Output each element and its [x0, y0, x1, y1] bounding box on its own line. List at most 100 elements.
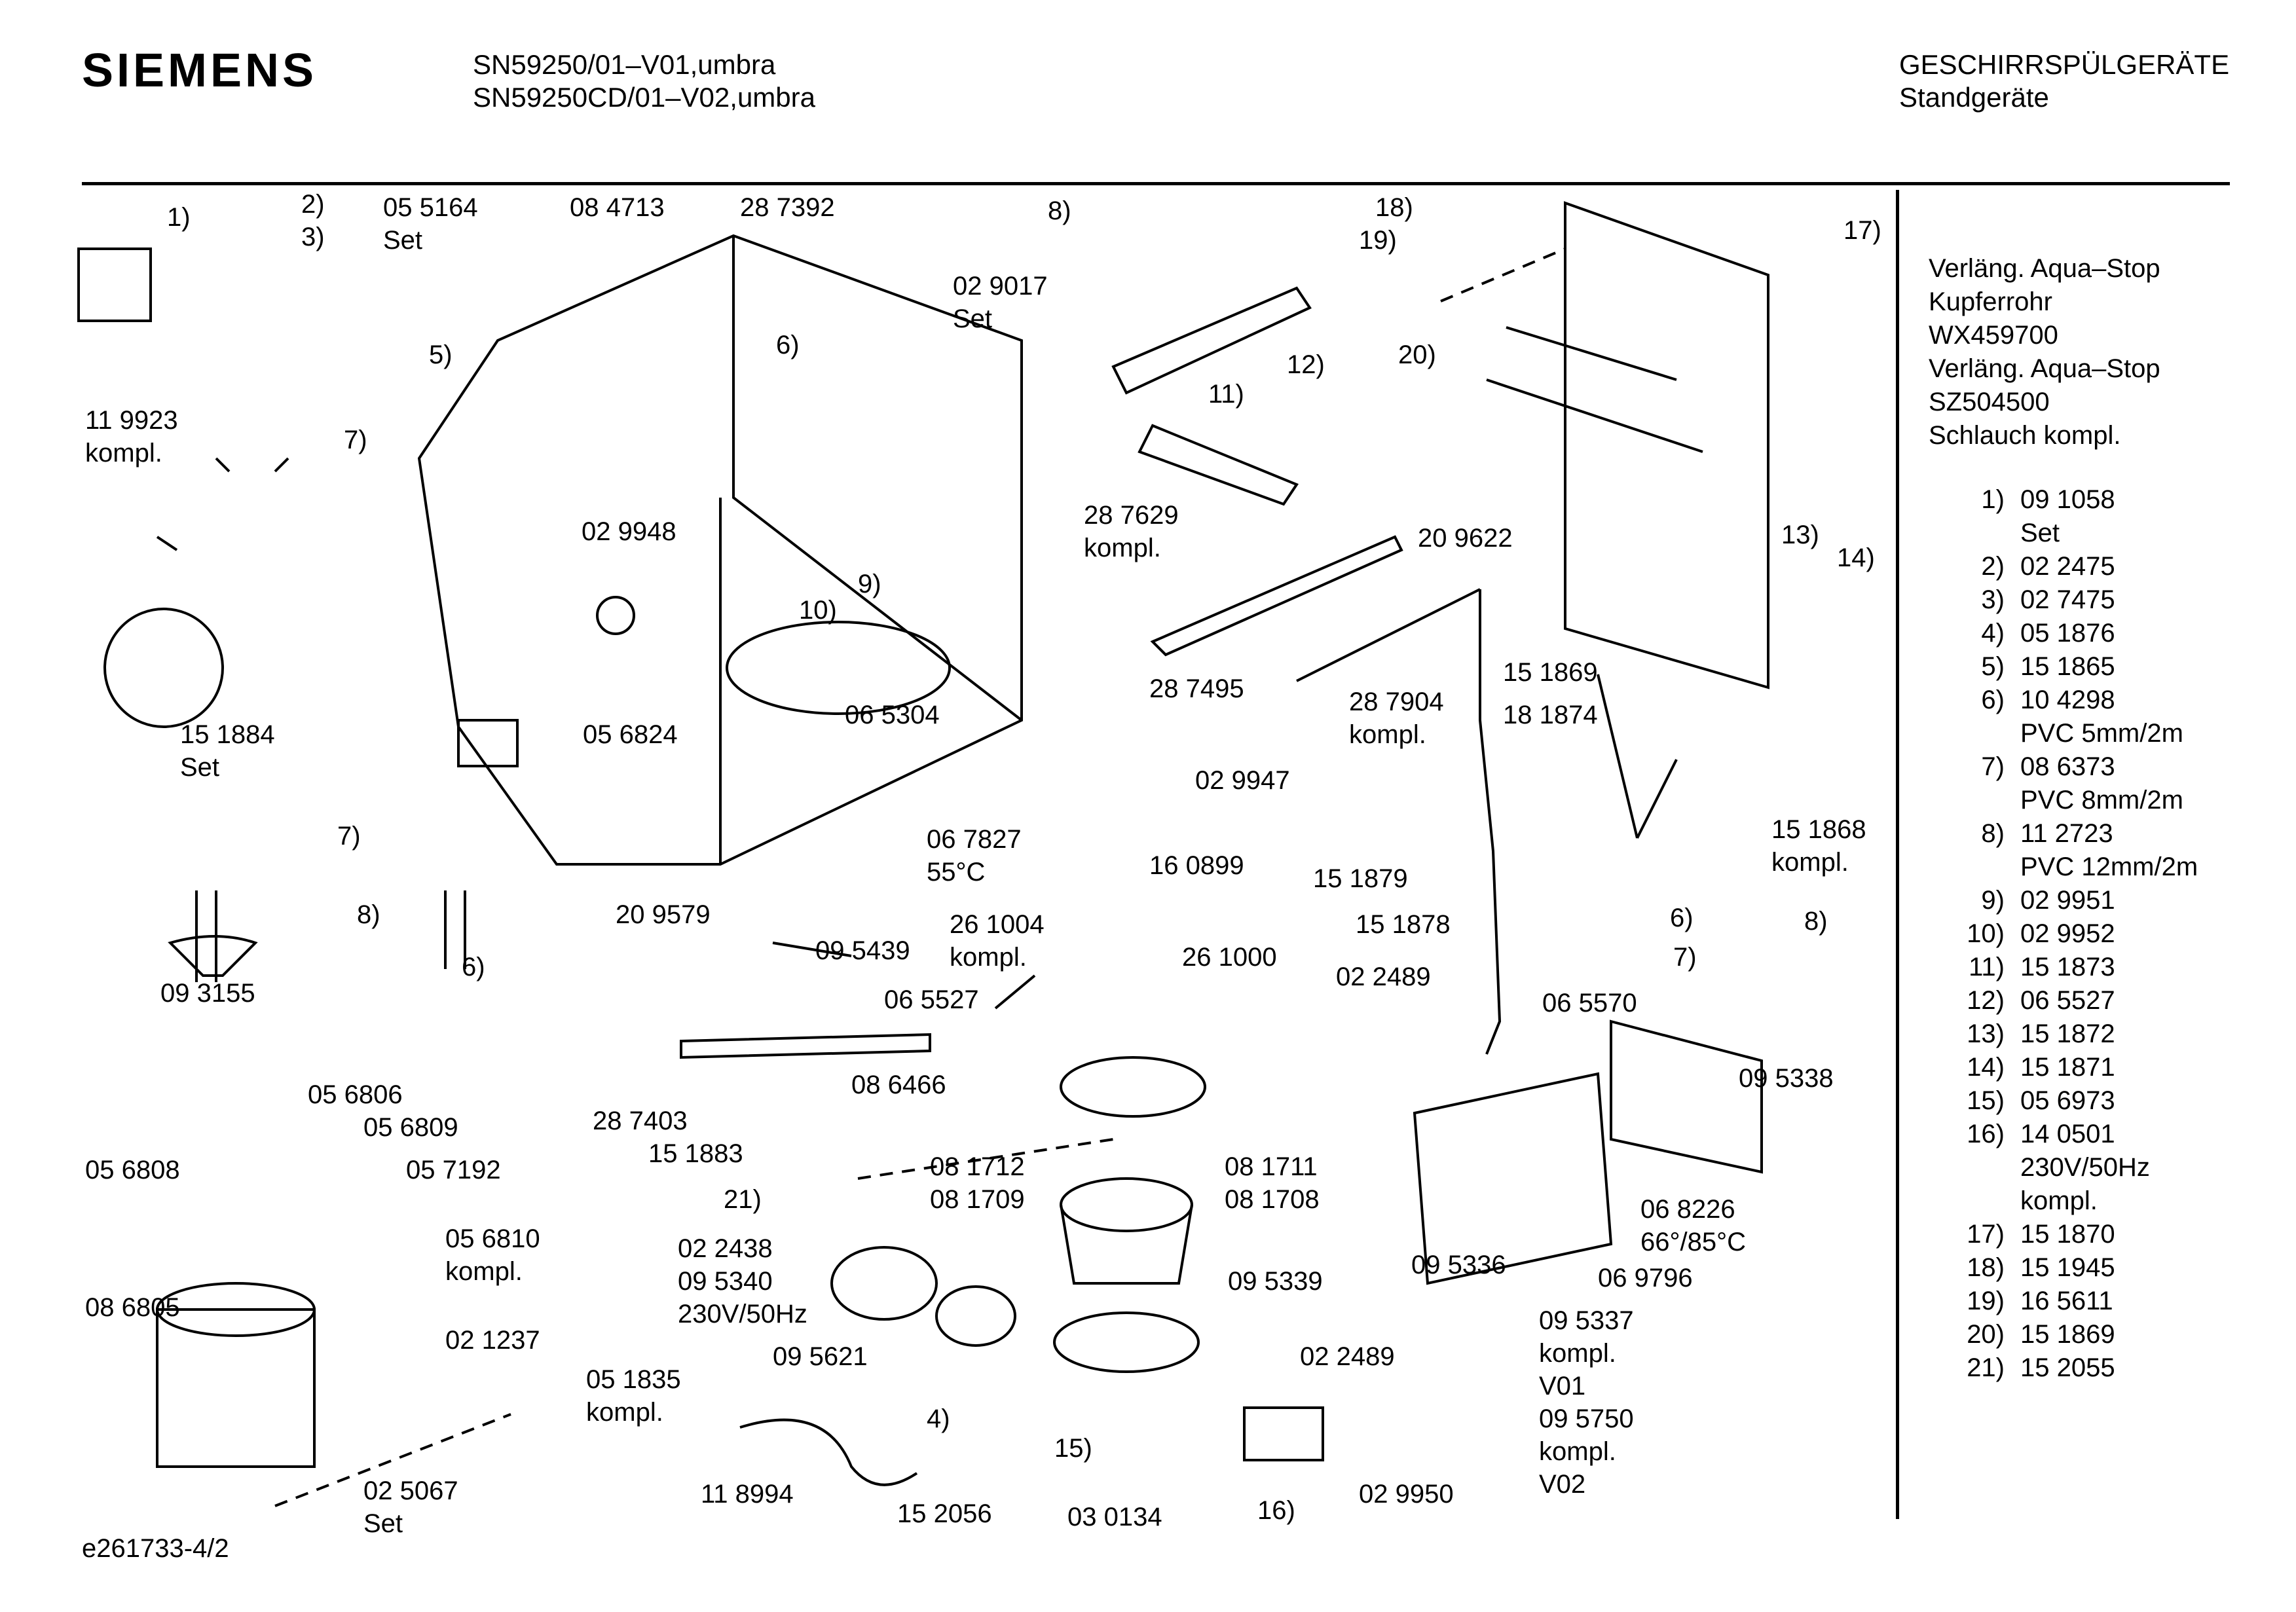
- label-209622: 20 9622: [1418, 524, 1513, 553]
- heater-block: [156, 1308, 316, 1468]
- legend-row: 8)11 2723: [1929, 817, 2198, 851]
- label-030134: 03 0134: [1067, 1503, 1162, 1531]
- label-051835: 05 1835: [586, 1365, 681, 1394]
- label-086805: 08 6805: [85, 1293, 180, 1322]
- legend-item-part: 15 2055: [2020, 1353, 2115, 1382]
- legend-item-part: PVC 5mm/2m: [2020, 719, 2183, 748]
- label-1: 1): [167, 203, 191, 232]
- legend-divider: [1896, 190, 1899, 1519]
- legend-item-number: 10): [1967, 919, 2005, 948]
- legend-item-number: 18): [1967, 1253, 2005, 1282]
- label-095439: 09 5439: [815, 936, 910, 965]
- legend-row: Set: [1929, 517, 2198, 550]
- model-line-2: SN59250CD/01–V02,umbra: [473, 82, 815, 113]
- label-v02: V02: [1539, 1470, 1585, 1499]
- label-set-d: Set: [363, 1509, 403, 1538]
- label-287629: 28 7629: [1084, 501, 1179, 530]
- legend-item-number: 2): [1981, 552, 2005, 581]
- label-19: 19): [1359, 226, 1397, 255]
- legend-item-number: [1929, 784, 2020, 817]
- label-029017: 02 9017: [953, 272, 1048, 301]
- label-8-right: 8): [1804, 907, 1828, 936]
- label-kompl-b: kompl.: [950, 943, 1027, 972]
- label-181874: 18 1874: [1503, 701, 1598, 729]
- legend-row: 17)15 1870: [1929, 1218, 2198, 1251]
- label-10: 10): [799, 596, 837, 625]
- legend-item-number: 5): [1981, 652, 2005, 681]
- legend-row: kompl.: [1929, 1184, 2198, 1218]
- legend-item-part: PVC 12mm/2m: [2020, 852, 2198, 881]
- label-118994: 11 8994: [701, 1480, 794, 1509]
- label-022489-low: 02 2489: [1300, 1342, 1395, 1371]
- label-kompl-e: kompl.: [1084, 534, 1161, 562]
- label-kompl-a: kompl.: [85, 439, 162, 467]
- label-kompl-f: kompl.: [1349, 720, 1426, 749]
- label-7-low: 7): [337, 822, 361, 851]
- label-081708: 08 1708: [1225, 1185, 1320, 1214]
- legend-row: 2)02 2475: [1929, 550, 2198, 583]
- label-095338: 09 5338: [1739, 1064, 1834, 1093]
- label-055164: 05 5164: [383, 193, 478, 222]
- label-55c: 55°C: [927, 858, 985, 887]
- legend-item-part: 09 1058: [2020, 485, 2115, 514]
- legend-item-number: [1929, 1184, 2020, 1218]
- legend-row: 6)10 4298: [1929, 684, 2198, 717]
- label-056806: 05 6806: [308, 1080, 403, 1109]
- legend-item-number: 20): [1967, 1320, 2005, 1349]
- label-kompl-h: kompl.: [1539, 1339, 1616, 1368]
- label-230v-a: 230V/50Hz: [678, 1300, 807, 1328]
- category-subtitle: Standgeräte: [1899, 82, 2049, 113]
- legend-item-number: [1929, 717, 2020, 750]
- label-151869: 15 1869: [1503, 658, 1598, 687]
- legend-item-part: 15 1872: [2020, 1019, 2115, 1048]
- label-261000: 26 1000: [1182, 943, 1277, 972]
- label-067827: 06 7827: [927, 825, 1022, 854]
- label-set-b: Set: [953, 304, 992, 333]
- brand-logo: SIEMENS: [82, 45, 318, 97]
- label-022489: 02 2489: [1336, 962, 1431, 991]
- legend-row: 5)15 1865: [1929, 650, 2198, 684]
- label-2: 2): [301, 190, 325, 219]
- label-021237: 02 1237: [445, 1326, 540, 1355]
- legend-note: WX459700: [1929, 321, 2058, 350]
- label-069796: 06 9796: [1598, 1264, 1693, 1292]
- legend-item-number: 21): [1967, 1353, 2005, 1382]
- label-119923: 11 9923: [85, 406, 178, 435]
- label-095336: 09 5336: [1411, 1251, 1506, 1279]
- label-029948: 02 9948: [582, 517, 676, 546]
- label-151868: 15 1868: [1771, 815, 1866, 844]
- label-16: 16): [1257, 1496, 1295, 1525]
- legend-row: 230V/50Hz: [1929, 1151, 2198, 1184]
- label-093155: 09 3155: [160, 979, 255, 1008]
- legend-item-part: 16 5611: [2020, 1287, 2113, 1315]
- legend-item-part: kompl.: [2020, 1186, 2098, 1215]
- label-151884: 15 1884: [180, 720, 275, 749]
- legend-row: 13) 15 1872: [1929, 1017, 2198, 1051]
- legend-item-number: 6): [1981, 686, 2005, 714]
- legend-row: 3)02 7475: [1929, 583, 2198, 617]
- label-081709: 08 1709: [930, 1185, 1025, 1214]
- label-17: 17): [1843, 216, 1881, 245]
- legend-item-number: 16): [1967, 1120, 2005, 1148]
- label-151883: 15 1883: [648, 1139, 743, 1168]
- legend-row: PVC 8mm/2m: [1929, 784, 2198, 817]
- label-287392: 28 7392: [740, 193, 835, 222]
- label-11: 11): [1208, 380, 1244, 409]
- label-5: 5): [429, 340, 453, 369]
- label-287495: 28 7495: [1149, 674, 1244, 703]
- legend-item-number: 1): [1981, 485, 2005, 514]
- legend-row: 15)05 6973: [1929, 1084, 2198, 1118]
- legend-item-number: 9): [1981, 886, 2005, 915]
- legend-item-number: 13): [1967, 1019, 2005, 1048]
- label-029947: 02 9947: [1195, 766, 1290, 795]
- label-13: 13): [1781, 521, 1819, 549]
- aqua-stop-cover: [1610, 1019, 1763, 1174]
- upper-spray-tube: [1111, 286, 1312, 395]
- label-15: 15): [1054, 1434, 1092, 1463]
- label-kompl-c: kompl.: [445, 1257, 523, 1286]
- label-kompl-d: kompl.: [586, 1398, 663, 1427]
- legend-item-number: 4): [1981, 619, 2005, 648]
- legend-item-number: [1929, 517, 2020, 550]
